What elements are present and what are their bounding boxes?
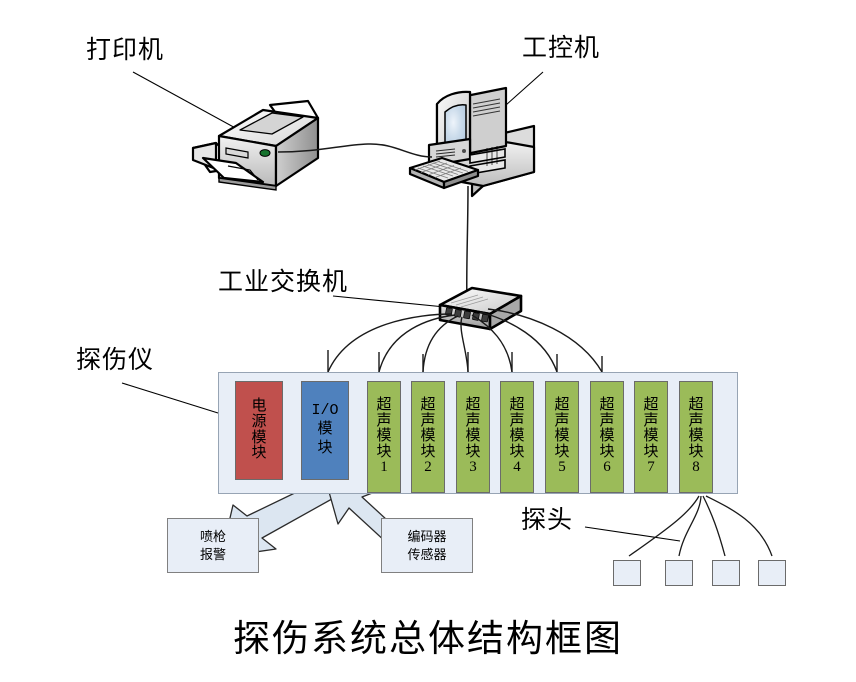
module-io-head: I/O <box>311 402 339 420</box>
module-us4-char-0: 超 <box>509 397 525 414</box>
module-us4-char-2: 模 <box>509 428 525 445</box>
spray-line-2: 报警 <box>199 546 226 562</box>
encoder-line-1: 编码器 <box>407 528 447 544</box>
probe-4[interactable] <box>758 560 786 586</box>
module-us1-char-3: 块 <box>376 443 392 460</box>
label-probe: 探头 <box>521 507 574 534</box>
module-cable-stubs <box>327 350 603 372</box>
leader-probe <box>584 526 681 542</box>
probe-3[interactable] <box>712 560 740 586</box>
module-power-char-1: 源 <box>251 413 267 430</box>
module-us2-char-2: 模 <box>420 428 436 445</box>
module-us5-char-1: 声 <box>554 412 570 429</box>
module-us6-char-1: 声 <box>599 412 615 429</box>
module-us5-char-0: 超 <box>554 397 570 414</box>
module-us1-char-0: 超 <box>376 397 392 414</box>
module-io-char-1: 块 <box>317 439 333 457</box>
encoder-line-2: 传感器 <box>407 546 447 562</box>
module-us3-char-0: 超 <box>465 397 481 414</box>
module-power-char-0: 电 <box>251 398 267 415</box>
module-us1-char-2: 模 <box>376 428 392 445</box>
module-us8-char-1: 声 <box>688 412 704 429</box>
probe-1[interactable] <box>613 560 641 586</box>
module-us3-char-2: 模 <box>465 428 481 445</box>
module-us4-char-3: 块 <box>509 443 525 460</box>
module-power-char-3: 块 <box>251 445 267 462</box>
cables-module8-to-probes <box>628 495 773 557</box>
module-us6-char-0: 超 <box>599 397 615 414</box>
module-us2-char-4: 2 <box>424 459 432 476</box>
keyboard-icon <box>414 160 469 179</box>
printer-icon <box>191 99 320 191</box>
probe-2[interactable] <box>665 560 693 586</box>
module-us1-char-1: 声 <box>376 412 392 429</box>
module-us2-char-1: 声 <box>420 412 436 429</box>
module-us6-char-4: 6 <box>603 459 611 476</box>
label-flaw-detector: 探伤仪 <box>76 347 155 374</box>
leader-printer <box>132 71 240 131</box>
spray-gun-alarm-box[interactable]: 喷枪 报警 <box>167 518 259 573</box>
module-us5-char-3: 块 <box>554 443 570 460</box>
leader-lines <box>121 71 681 542</box>
module-us3-char-3: 块 <box>465 443 481 460</box>
module-power[interactable]: 电源模块 <box>235 381 283 480</box>
module-us7-char-3: 块 <box>643 443 659 460</box>
leader-switch <box>332 295 456 309</box>
module-power-char-2: 模 <box>251 429 267 446</box>
module-us5-char-4: 5 <box>558 459 566 476</box>
desktop-computer-icon <box>408 86 536 198</box>
module-us2-char-0: 超 <box>420 397 436 414</box>
leader-detector <box>121 382 219 414</box>
module-us4-char-1: 声 <box>509 412 525 429</box>
module-us6-char-3: 块 <box>599 443 615 460</box>
diagram-title: 探伤系统总体结构框图 <box>233 619 623 660</box>
label-printer: 打印机 <box>86 37 165 64</box>
label-industrial-computer: 工控机 <box>522 35 601 62</box>
module-us2-char-3: 块 <box>420 443 436 460</box>
spray-line-1: 喷枪 <box>199 528 226 544</box>
cable-computer-switch <box>465 185 469 307</box>
module-us6-char-2: 模 <box>599 428 615 445</box>
module-us4-char-4: 4 <box>513 459 521 476</box>
module-us8-char-0: 超 <box>688 397 704 414</box>
module-us7-char-2: 模 <box>643 428 659 445</box>
module-us3-char-1: 声 <box>465 412 481 429</box>
module-us8-char-2: 模 <box>688 428 704 445</box>
module-us1-char-4: 1 <box>380 459 388 476</box>
module-us7-char-1: 声 <box>643 412 659 429</box>
module-us5-char-2: 模 <box>554 428 570 445</box>
module-us7-char-4: 7 <box>647 459 655 476</box>
cable-printer-computer <box>277 143 433 158</box>
encoder-sensor-box[interactable]: 编码器 传感器 <box>381 518 473 573</box>
module-us8-char-4: 8 <box>692 459 700 476</box>
module-us3-char-4: 3 <box>469 459 477 476</box>
module-us7-char-0: 超 <box>643 397 659 414</box>
module-io-char-0: 模 <box>317 421 333 439</box>
label-industrial-switch: 工业交换机 <box>218 269 349 296</box>
module-us8-char-3: 块 <box>688 443 704 460</box>
